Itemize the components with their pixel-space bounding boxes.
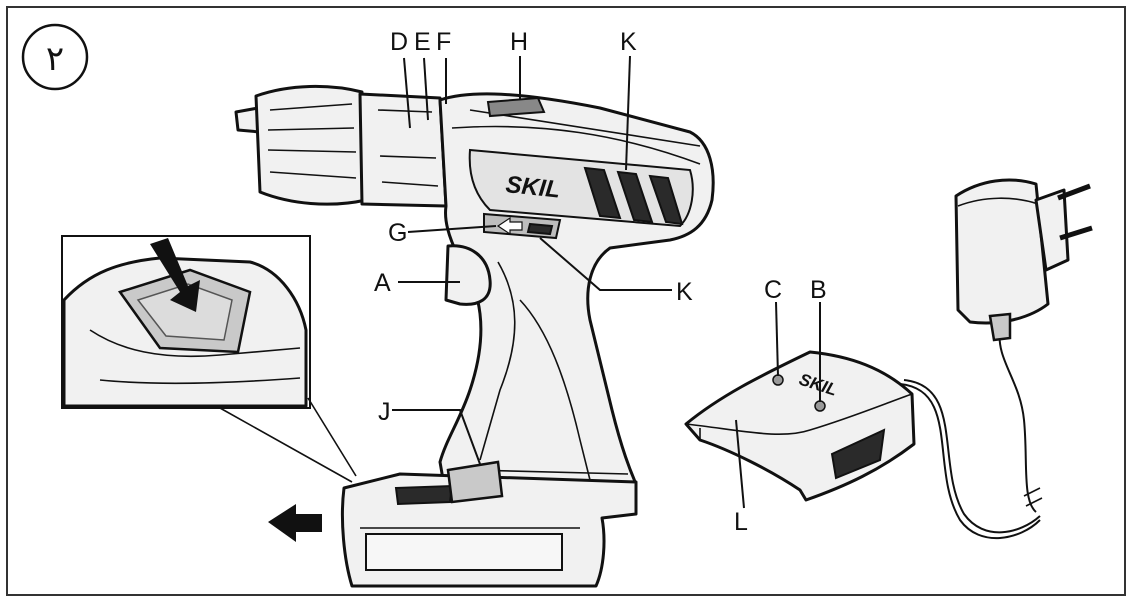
label-c: C <box>764 276 782 304</box>
figure-number: ٢ <box>46 39 64 79</box>
label-d: D <box>390 28 408 56</box>
drill-brand-logo: SKIL <box>504 171 561 204</box>
label-f: F <box>436 28 451 56</box>
gear-switch <box>486 96 546 118</box>
inset-detail <box>61 235 357 483</box>
label-k-mid: K <box>676 278 693 306</box>
arrow-down-icon <box>150 238 200 312</box>
figure-number-badge: ٢ <box>21 23 89 91</box>
led-c <box>772 374 784 386</box>
label-h: H <box>510 28 528 56</box>
label-g: G <box>388 219 407 247</box>
label-a: A <box>374 269 391 297</box>
charger-cable <box>899 383 1041 540</box>
arrow-left-icon <box>268 504 322 542</box>
callout-labels: D E F H K G A K C B J L <box>374 28 827 536</box>
led-b <box>814 400 826 412</box>
leader-lines <box>392 55 821 509</box>
charger-base: SKIL <box>684 350 916 502</box>
label-b: B <box>810 276 827 304</box>
label-l: L <box>734 508 748 536</box>
label-k-top: K <box>620 28 637 56</box>
drill: SKIL <box>234 84 715 588</box>
double-arrow-icon <box>496 216 523 236</box>
label-j: J <box>378 398 391 426</box>
power-adapter <box>954 178 1093 342</box>
trigger <box>444 244 492 306</box>
label-e: E <box>414 28 431 56</box>
